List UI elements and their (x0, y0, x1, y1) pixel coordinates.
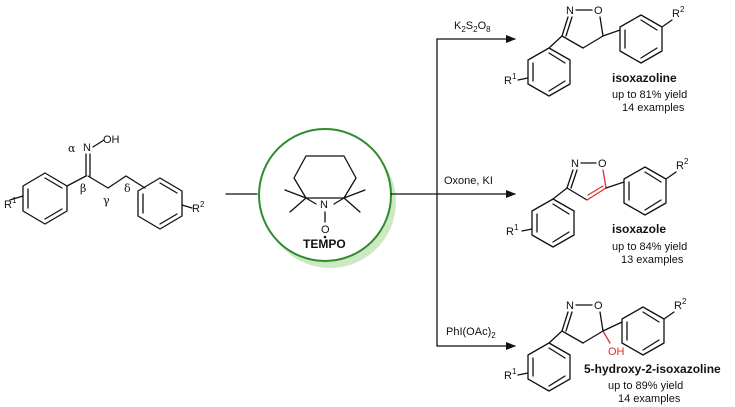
tempo-label: TEMPO (303, 237, 346, 251)
p2-o-label: O (598, 158, 607, 170)
substrate-r1-label: R1 (4, 196, 17, 211)
p1-r1-label: R1 (504, 72, 517, 87)
substrate-n-label: N (83, 142, 91, 154)
p3-n-label: N (566, 300, 574, 312)
p3-r2-label: R2 (674, 297, 687, 312)
substrate-beta-label: β (80, 182, 86, 195)
tempo-n-label: N (320, 199, 328, 211)
substrate-gamma-label: γ (103, 194, 110, 207)
p2-examples: 13 examples (621, 254, 684, 266)
tempo-catalyst: N O TEMPO (258, 128, 396, 268)
reagent-route-2: Oxone, KI (444, 175, 493, 187)
reagent-route-3: PhI(OAc)2 (446, 326, 496, 340)
substrate-r2-label: R2 (192, 200, 205, 215)
tempo-o-label: O (321, 224, 330, 236)
p2-name: isoxazole (612, 222, 666, 236)
p3-o-label: O (594, 300, 603, 312)
product-isoxazole: N O R1 R2 isoxazole up to 84% yield 13 e… (506, 157, 689, 266)
product-isoxazoline: N O R1 R2 isoxazoline up to 81% yield 14… (504, 5, 687, 114)
p3-yield: up to 89% yield (608, 380, 683, 392)
substrate-aryl-ring-1 (22, 172, 68, 225)
p1-examples: 14 examples (622, 102, 685, 114)
p3-r1-label: R1 (504, 367, 517, 382)
p1-n-label: N (566, 5, 574, 17)
p2-yield: up to 84% yield (612, 241, 687, 253)
p3-name: 5-hydroxy-2-isoxazoline (584, 362, 721, 376)
p2-r1-label: R1 (506, 223, 519, 238)
p2-n-label: N (571, 158, 579, 170)
product-5-hydroxy-2-isoxazoline: N O OH R1 R2 5-hydroxy-2-isoxazoline up … (504, 297, 721, 405)
substrate-oxime: R1 N OH α β γ δ R2 (4, 134, 205, 230)
p1-r2-label: R2 (672, 5, 685, 20)
substrate-oh-label: OH (103, 134, 120, 146)
tempo-ring (258, 128, 392, 262)
substrate-aryl-ring-2 (137, 177, 183, 230)
p2-r2-label: R2 (676, 157, 689, 172)
reagent-route-1: K2S2O8 (454, 20, 491, 34)
p3-oh-label: OH (608, 346, 625, 358)
substrate-alpha-label: α (68, 142, 76, 155)
p1-name: isoxazoline (612, 71, 677, 85)
p3-examples: 14 examples (618, 393, 681, 405)
substrate-delta-label: δ (124, 182, 131, 195)
p1-yield: up to 81% yield (612, 89, 687, 101)
tempo-radical-dot (323, 235, 327, 239)
p1-o-label: O (594, 5, 603, 17)
